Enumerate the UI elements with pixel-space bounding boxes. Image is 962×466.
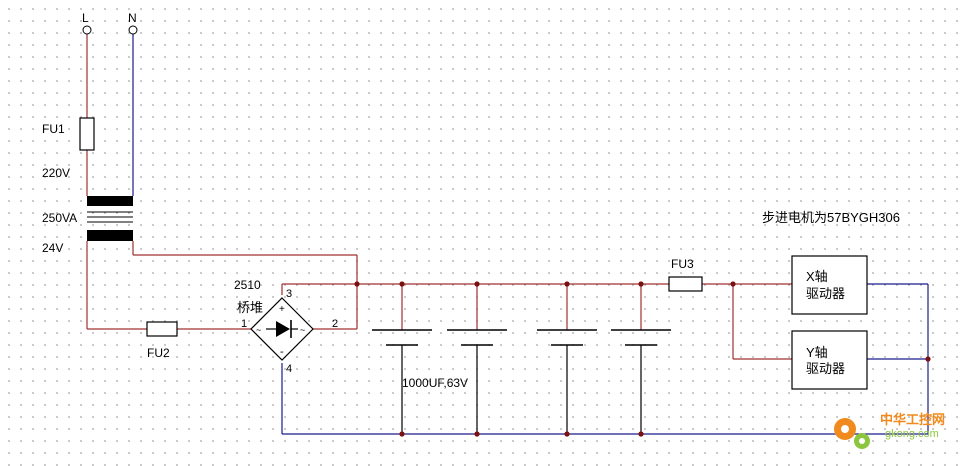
x-driver-line1: X轴 <box>806 269 828 284</box>
y-driver-line1: Y轴 <box>806 345 828 360</box>
terminal-n-label: N <box>128 11 137 25</box>
junction-dot <box>564 281 570 287</box>
watermark: 中华工控网 gkong.com <box>834 412 945 449</box>
live-wires <box>86 34 792 360</box>
capacitor-1 <box>372 329 432 346</box>
bridge-pin-2: 2 <box>332 318 338 330</box>
bridge-minus-sign: - <box>280 346 284 358</box>
motor-note: 步进电机为57BYGH306 <box>762 210 900 225</box>
fuse-fu2-label: FU2 <box>147 346 170 360</box>
y-axis-driver: Y轴 驱动器 <box>791 330 868 390</box>
junction-dot <box>564 431 570 437</box>
junction-dot <box>354 281 360 287</box>
bridge-name-label: 桥堆 <box>237 300 263 315</box>
transformer <box>87 196 133 241</box>
fuse-fu1 <box>79 117 95 151</box>
gear-icon <box>834 418 870 449</box>
junction-dot <box>638 281 644 287</box>
junction-dot <box>399 431 405 437</box>
capacitor-bank <box>372 329 671 346</box>
capacitor-3 <box>537 329 597 346</box>
fuse-fu3-label: FU3 <box>671 257 694 271</box>
bridge-pin-4: 4 <box>286 363 292 375</box>
junction-dot <box>730 281 736 287</box>
fuse-fu3 <box>668 276 703 292</box>
bridge-ac-sign-right: ~ <box>300 325 305 335</box>
junction-dot <box>399 281 405 287</box>
watermark-site-cn: 中华工控网 <box>880 412 945 427</box>
secondary-voltage-label: 24V <box>42 241 63 255</box>
transformer-rating-label: 250VA <box>42 211 77 225</box>
bridge-pin-3: 3 <box>286 288 292 300</box>
x-driver-line2: 驱动器 <box>806 286 845 301</box>
watermark-site-url: gkong.com <box>885 428 939 440</box>
junction-dot <box>638 431 644 437</box>
junction-dot <box>925 356 931 362</box>
bridge-plus-sign: + <box>279 304 285 315</box>
capacitor-legs <box>401 345 642 434</box>
capacitor-rating-label: 1000UF,63V <box>402 376 468 390</box>
bridge-pin-1: 1 <box>241 318 247 330</box>
junction-dot <box>474 281 480 287</box>
capacitor-4 <box>611 329 671 346</box>
terminal-l-label: L <box>82 11 89 25</box>
bridge-ac-sign-left: ~ <box>256 325 261 335</box>
bridge-model-label: 2510 <box>234 278 261 292</box>
junction-dot <box>474 431 480 437</box>
y-driver-line2: 驱动器 <box>806 361 845 376</box>
bridge-rectifier <box>250 297 314 361</box>
fuse-fu2 <box>146 321 178 337</box>
terminal-n <box>128 25 138 35</box>
x-axis-driver: X轴 驱动器 <box>791 255 868 315</box>
fuse-fu1-label: FU1 <box>42 122 65 136</box>
primary-voltage-label: 220V <box>42 166 70 180</box>
terminal-l <box>82 25 92 35</box>
junction-dots <box>354 281 931 437</box>
capacitor-2 <box>447 329 507 346</box>
